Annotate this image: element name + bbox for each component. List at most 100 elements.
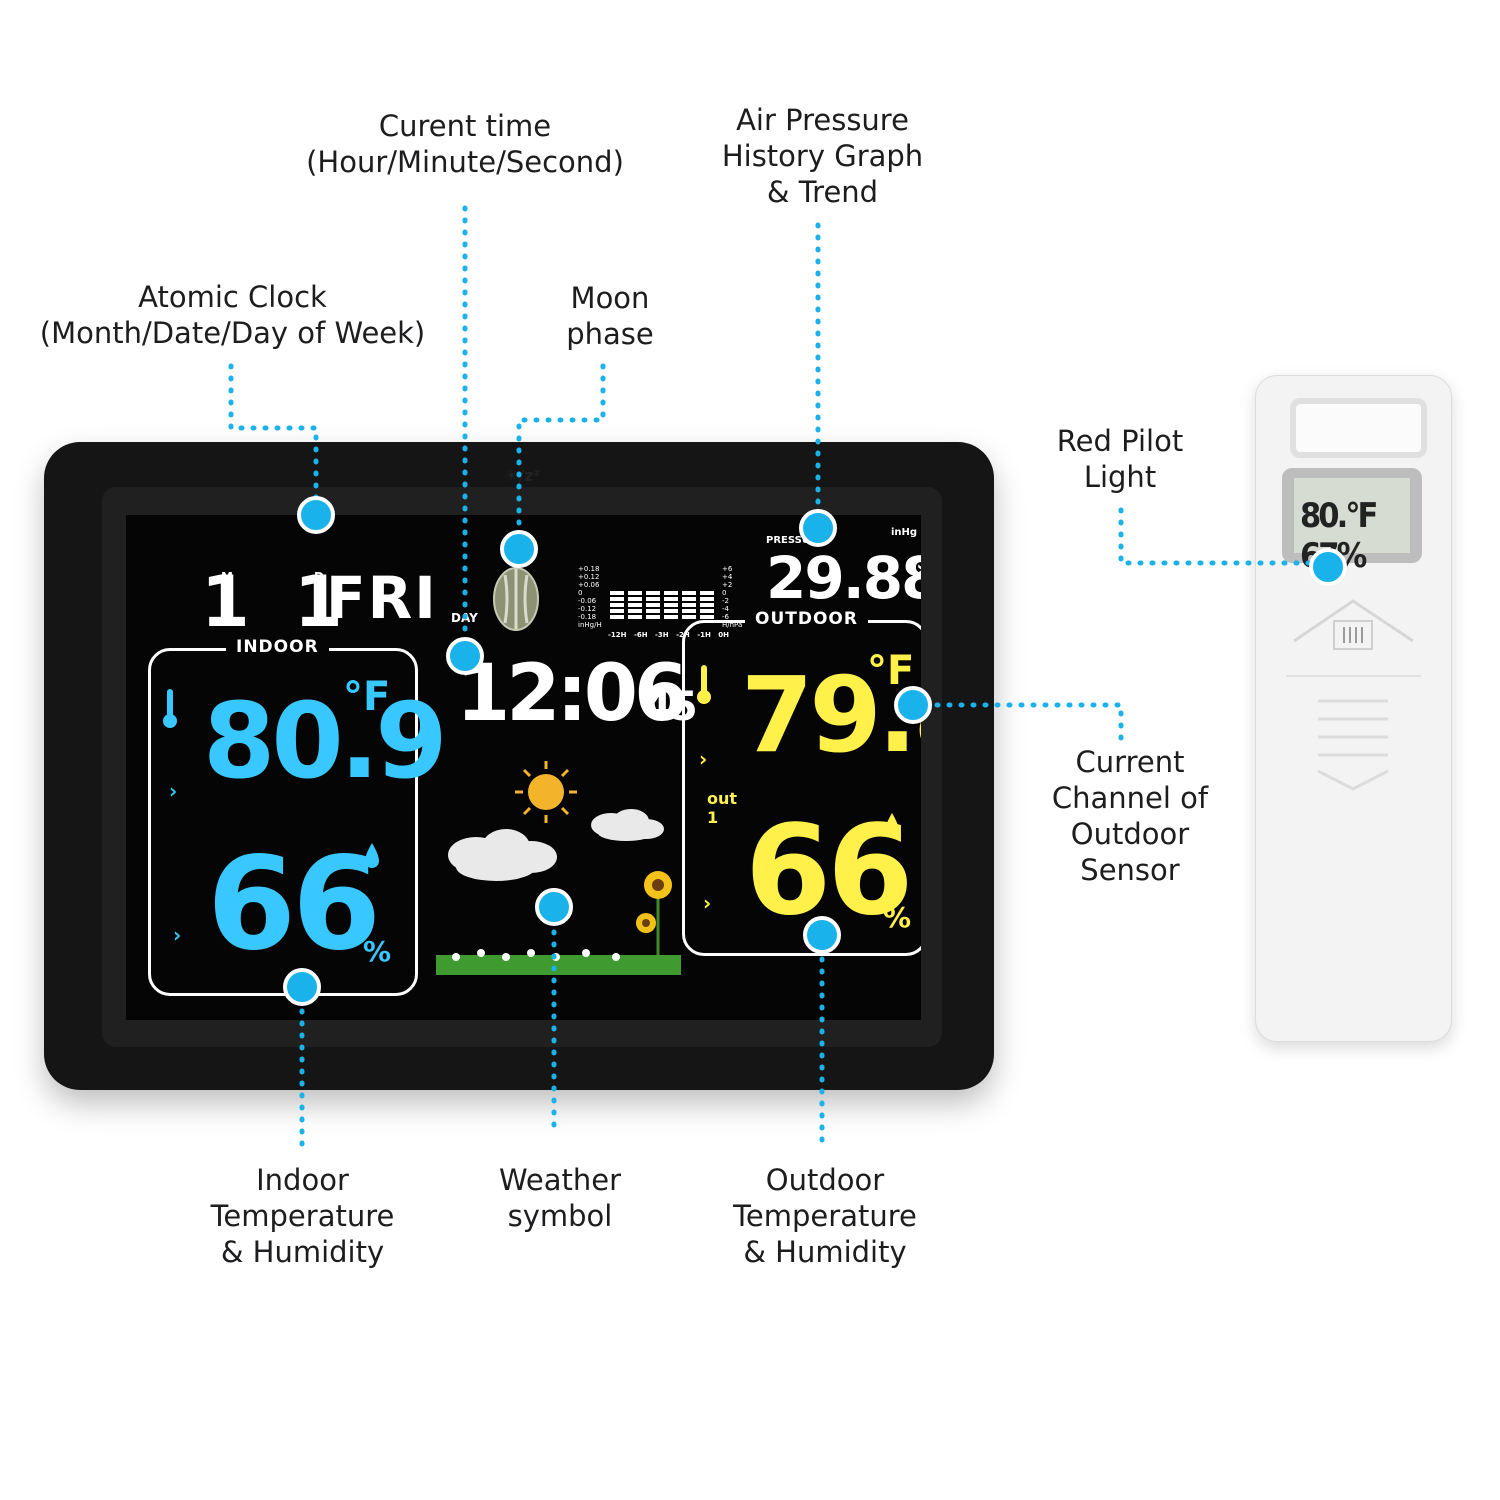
- graph-right-scale: +6 +4 +2 0 -2 -4 -6 H/hPa: [722, 565, 742, 629]
- hour-tick: 0H: [718, 631, 729, 639]
- indoor-humidity-unit: %: [363, 935, 392, 968]
- scale-tick: -2: [722, 597, 729, 605]
- label-line: Temperature: [210, 1199, 395, 1233]
- label-line: (Hour/Minute/Second): [306, 145, 624, 179]
- thermometer-icon: [163, 689, 177, 728]
- scale-tick: inHg/H: [578, 621, 602, 629]
- indoor-humidity: 66: [207, 830, 381, 979]
- outdoor-panel: OUTDOOR 79.8 °F › out 1 66 % ›: [682, 609, 921, 956]
- outdoor-arrow-icon: ›: [703, 891, 712, 915]
- pressure-graph: +0.18 +0.12 +0.06 0 -0.06 -0.12 -0.18 in…: [578, 565, 748, 645]
- pressure-unit: inHg: [891, 527, 918, 538]
- marker-moon-phase: [500, 530, 538, 568]
- label-line: Atomic Clock: [138, 280, 327, 314]
- outdoor-title: OUTDOOR: [745, 609, 868, 629]
- scale-tick: +0.06: [578, 581, 600, 589]
- outdoor-arrow-icon: ›: [699, 747, 708, 771]
- indoor-arrow-icon: ›: [169, 779, 178, 803]
- scale-tick: 0: [722, 589, 727, 597]
- scale-tick: -6: [722, 613, 729, 621]
- indoor-arrow-icon: ›: [173, 923, 182, 947]
- scale-tick: -4: [722, 605, 729, 613]
- weather-symbol: [436, 761, 681, 975]
- time-seconds: 45: [644, 684, 698, 730]
- label-line: Indoor: [256, 1163, 349, 1197]
- label-line: History Graph: [721, 139, 924, 173]
- outdoor-humidity: 66: [745, 799, 914, 943]
- outdoor-temperature: 79.8: [741, 654, 921, 776]
- indoor-temp-unit: °F: [343, 674, 391, 720]
- weekday-value: FRI: [326, 564, 438, 632]
- cloud-icon: [448, 809, 664, 881]
- droplet-icon: [365, 843, 379, 868]
- leader-current-channel: [910, 702, 1124, 743]
- sensor-vent: [1286, 599, 1421, 791]
- sun-icon: [515, 761, 577, 823]
- label-line: & Humidity: [743, 1235, 907, 1269]
- label-outdoor: Outdoor Temperature & Humidity: [715, 1162, 935, 1270]
- indoor-title: INDOOR: [226, 637, 329, 657]
- outdoor-temp-unit: °F: [867, 648, 915, 694]
- label-line: Light: [1083, 460, 1157, 494]
- scale-tick: H/hPa: [722, 621, 743, 629]
- hour-tick: -12H: [608, 631, 627, 639]
- moon-phase-icon: [493, 567, 539, 631]
- scale-tick: +2: [722, 581, 733, 589]
- marker-current-time: [446, 637, 484, 675]
- label-line: Outdoor: [1070, 817, 1190, 851]
- label-line: Weather: [498, 1163, 622, 1197]
- hour-tick: -1H: [697, 631, 711, 639]
- scale-tick: +6: [722, 565, 733, 573]
- label-line: (Month/Date/Day of Week): [39, 316, 426, 350]
- marker-air-pressure: [799, 509, 837, 547]
- thermometer-icon: [697, 665, 711, 704]
- lcd-screen: 1 M 1 D FRI DAY +0.18 +0.12 +0.06 0 -0.0…: [126, 515, 921, 1020]
- date-superscript: D: [314, 570, 324, 584]
- month-superscript: M: [221, 570, 233, 584]
- leader-red-pilot: [1118, 507, 1331, 566]
- backlight-snooze-icon: ☀/zᶻ: [504, 466, 541, 485]
- marker-outdoor: [803, 916, 841, 954]
- label-line: Sensor: [1080, 853, 1180, 887]
- label-current-channel: Current Channel of Outdoor Sensor: [1035, 744, 1225, 888]
- outdoor-sensor: 80.°F 67%: [1255, 375, 1452, 1042]
- label-line: Current: [1075, 745, 1185, 779]
- time-hour-minute: 12:06: [456, 649, 688, 739]
- label-moon-phase: Moon phase: [540, 280, 680, 352]
- scale-tick: -0.12: [578, 605, 597, 613]
- indoor-temperature: 80.9: [203, 680, 448, 802]
- sensor-hanging-hole: [1290, 398, 1427, 458]
- label-line: Channel of: [1051, 781, 1209, 815]
- outdoor-humidity-unit: %: [883, 901, 912, 934]
- label-line: & Trend: [766, 175, 879, 209]
- hour-tick: -6H: [633, 631, 648, 639]
- date-value: 1: [294, 561, 343, 643]
- label-line: symbol: [507, 1199, 613, 1233]
- marker-current-channel: [894, 686, 932, 724]
- label-line: Curent time: [378, 109, 552, 143]
- label-line: phase: [566, 317, 654, 351]
- label-line: & Humidity: [220, 1235, 385, 1269]
- sunflower-icon: [636, 871, 672, 955]
- month-value: 1: [201, 561, 250, 643]
- label-line: Moon: [570, 281, 650, 315]
- pressure-value: 29.88: [766, 544, 921, 612]
- pressure-label: PRESSURE: [766, 535, 825, 546]
- label-indoor: Indoor Temperature & Humidity: [195, 1162, 410, 1270]
- label-line: Outdoor: [765, 1163, 885, 1197]
- leader-moon-phase: [516, 363, 606, 551]
- marker-red-pilot: [1309, 548, 1347, 586]
- scale-tick: -0.18: [578, 613, 597, 621]
- droplet-icon: [885, 813, 899, 838]
- station-bezel: 1 M 1 D FRI DAY +0.18 +0.12 +0.06 0 -0.0…: [102, 487, 942, 1047]
- scale-tick: 0: [578, 589, 583, 597]
- label-weather-symbol: Weather symbol: [480, 1162, 640, 1234]
- label-line: Air Pressure: [736, 103, 909, 137]
- scale-tick: +0.18: [578, 565, 600, 573]
- label-current-time: Curent time (Hour/Minute/Second): [290, 108, 640, 180]
- label-line: Red Pilot: [1056, 424, 1184, 458]
- label-atomic-clock: Atomic Clock (Month/Date/Day of Week): [20, 279, 445, 351]
- label-air-pressure: Air Pressure History Graph & Trend: [700, 102, 945, 210]
- graph-left-scale: +0.18 +0.12 +0.06 0 -0.06 -0.12 -0.18 in…: [578, 565, 602, 629]
